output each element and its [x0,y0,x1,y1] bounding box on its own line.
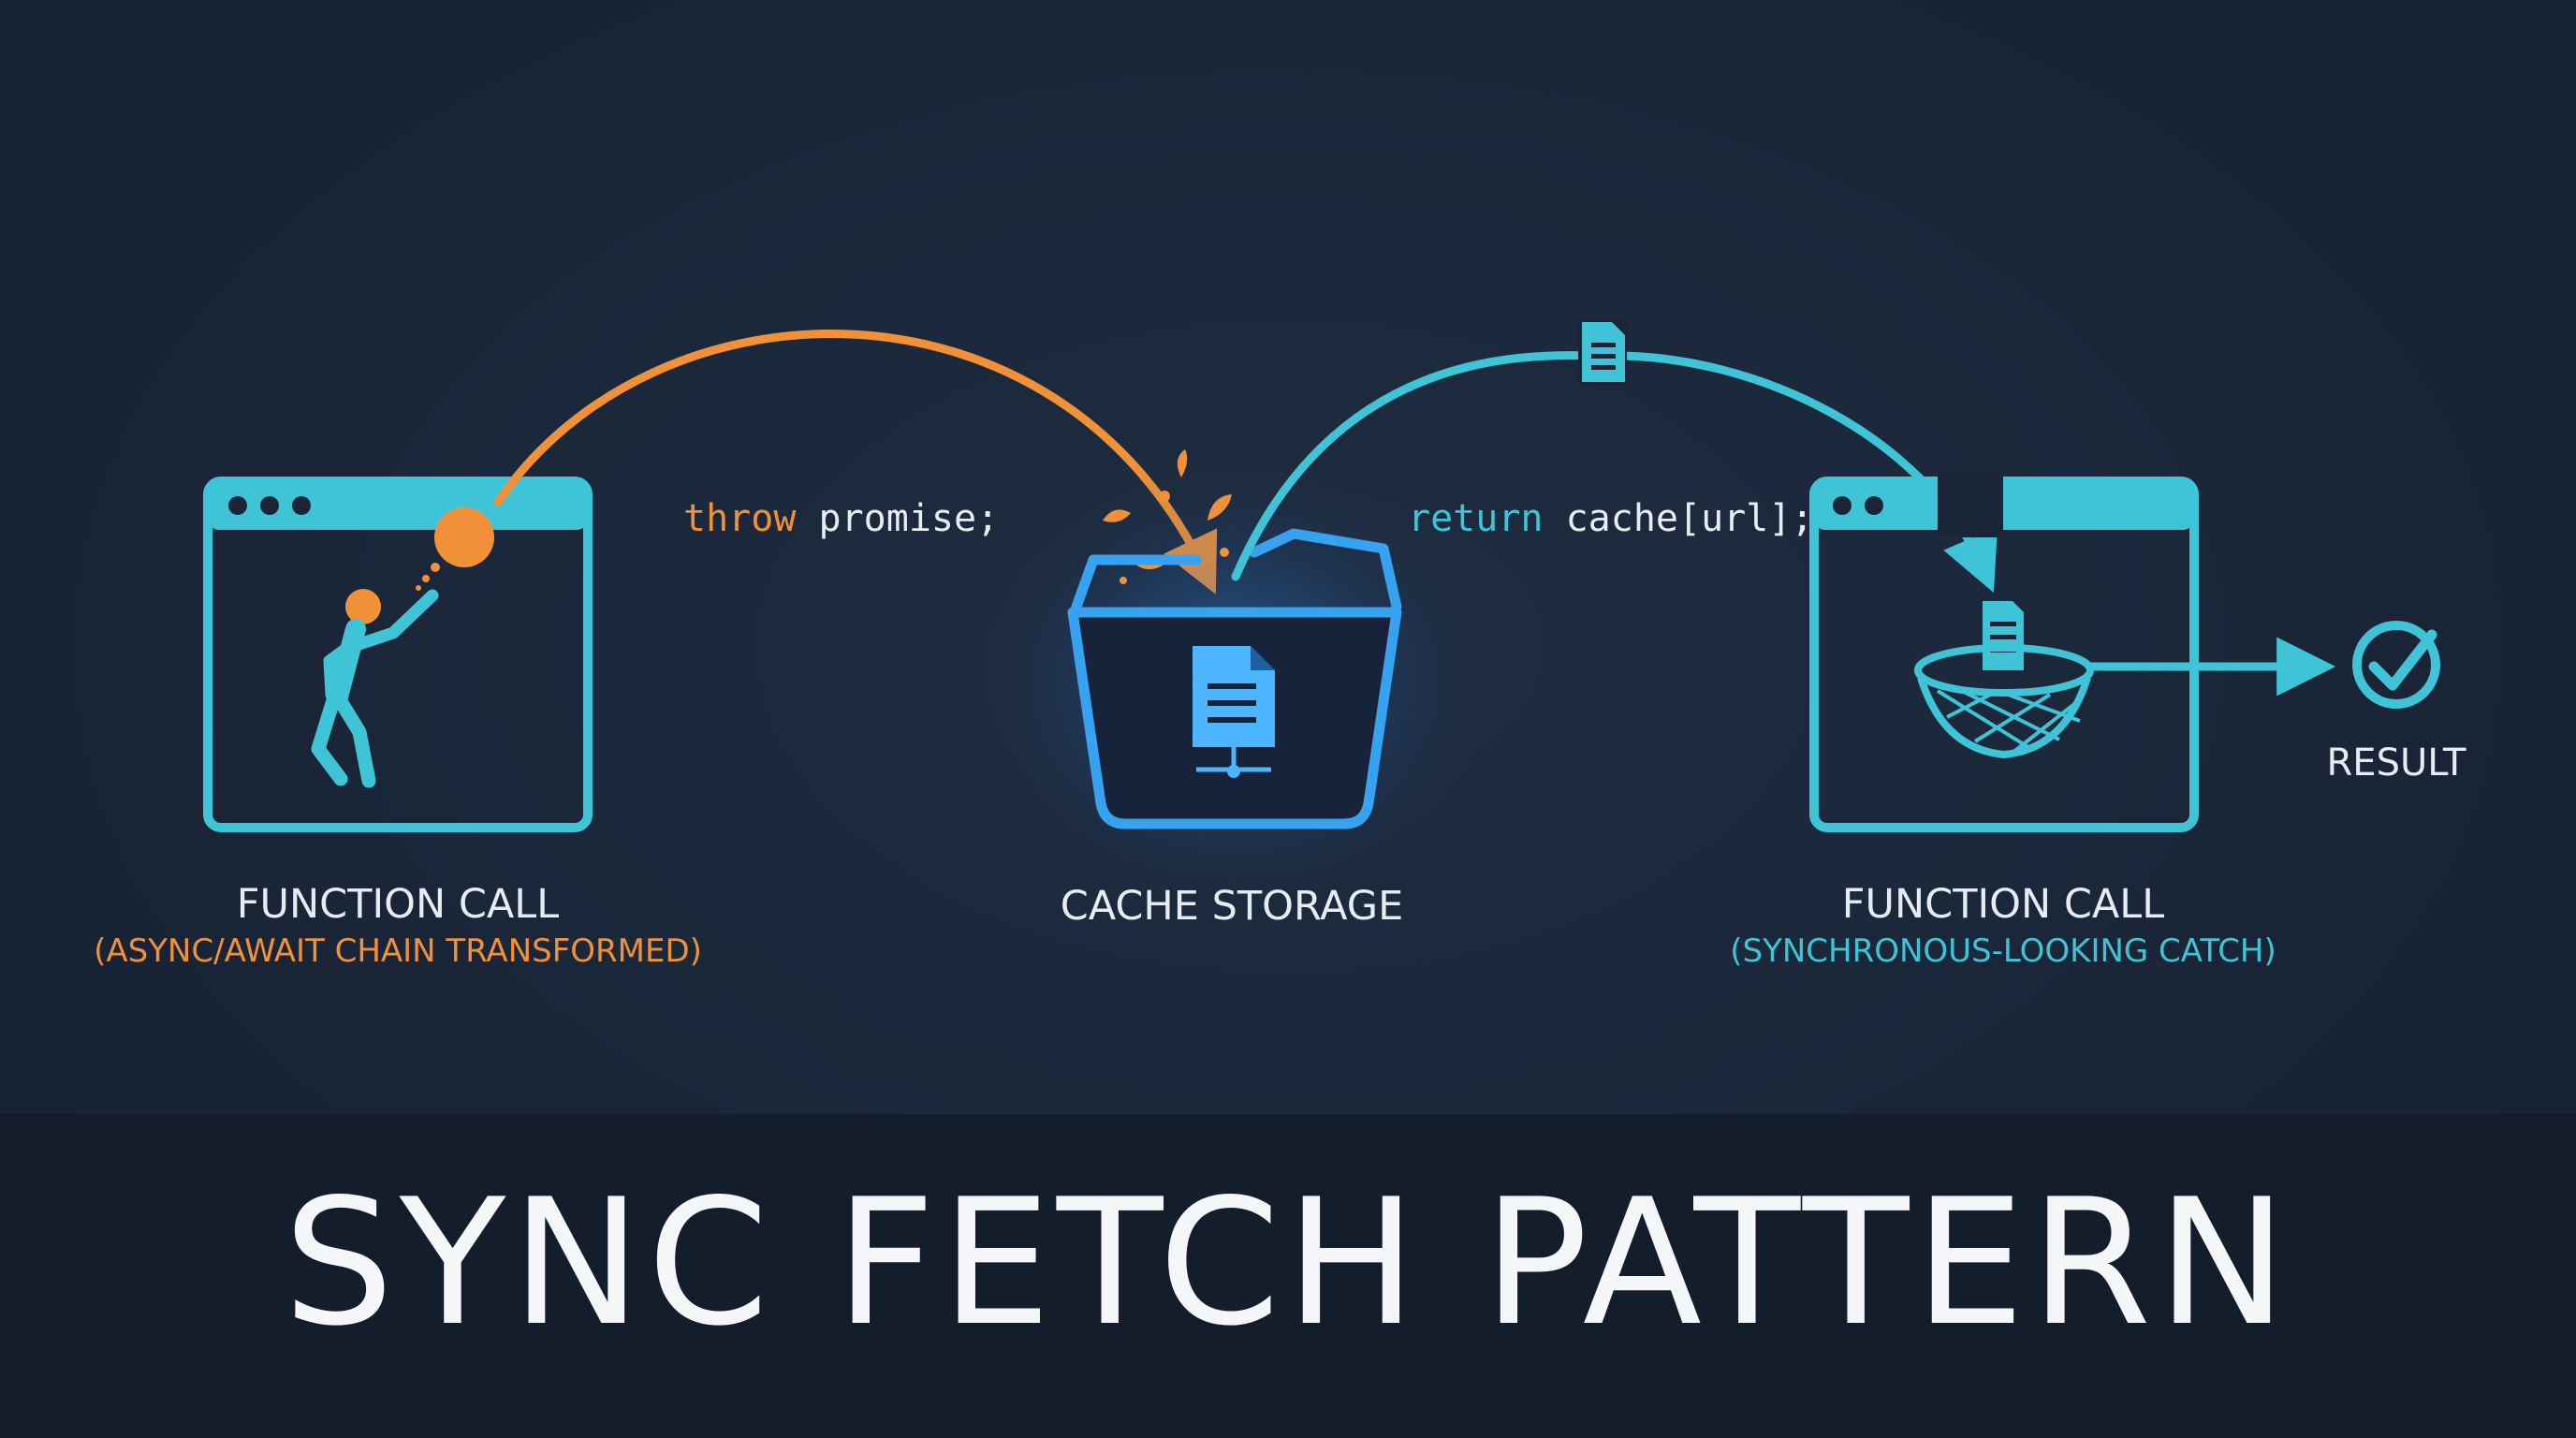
window-dot-icon [1865,496,1883,515]
basket-icon [1914,601,2094,759]
right-node-title: FUNCTION CALL [1841,881,2165,928]
throw-code-label: throw promise; [683,500,999,537]
left-node-subtitle: (ASYNC/AWAIT CHAIN TRANSFORMED) [94,932,702,970]
person-throwing-icon [311,589,439,788]
ball-icon [416,507,494,591]
right-window [1809,472,2199,832]
return-code-label: return cache[url]; [1408,500,1813,537]
flying-document-icon [1578,318,1627,386]
document-icon [1193,646,1275,778]
return-rest: cache[url]; [1543,497,1814,540]
throw-arrow [493,330,1218,594]
check-circle-icon [2352,621,2440,709]
window-dot-icon [1833,496,1852,515]
middle-node-title: CACHE STORAGE [1060,883,1404,930]
throw-keyword: throw [683,497,797,540]
window-dot-icon [260,496,279,515]
left-node-title: FUNCTION CALL [236,881,560,928]
result-label: RESULT [2326,741,2466,785]
splash-icon [1103,449,1232,584]
window-dot-icon [292,496,311,515]
throw-rest: promise; [796,497,1000,540]
footer-title: SYNC FETCH PATTERN [283,1161,2293,1364]
footer-band [0,1114,2576,1438]
window-dot-icon [228,496,247,515]
left-window [203,477,593,832]
right-node-subtitle: (SYNCHRONOUS-LOOKING CATCH) [1730,932,2276,970]
return-keyword: return [1408,497,1544,540]
